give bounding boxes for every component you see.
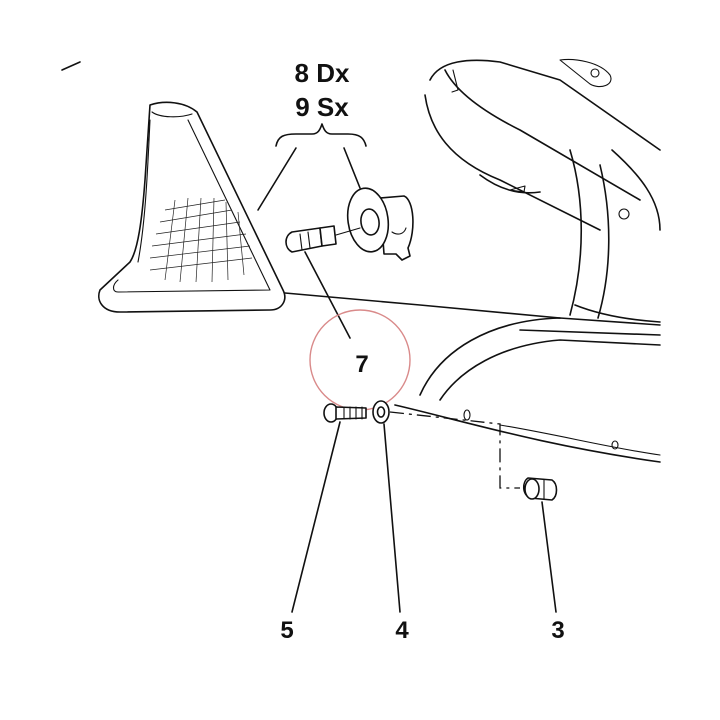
label-8-dx: 8 Dx [295,58,350,88]
stray-mark [61,61,81,71]
leader-to-socket [343,147,361,189]
callout-7: 7 [355,351,368,378]
assembly-axis [389,411,520,489]
vehicle-body [284,58,661,463]
callout-4: 4 [395,617,409,644]
bulb [285,225,361,253]
lens-grid-pattern [149,197,253,283]
label-9-sx: 9 Sx [295,92,349,122]
leader-4 [383,423,401,613]
leader-3 [541,501,557,613]
callout-3: 3 [551,617,564,644]
callout-5: 5 [280,617,293,644]
bulb-socket [346,187,414,261]
washer [372,400,390,424]
clip-nut [522,477,558,501]
dx-sx-brace [275,123,367,147]
leader-7 [304,251,351,339]
screw [323,403,367,423]
leader-5 [291,421,341,613]
indicator-lens [98,101,286,313]
leader-to-lens [257,147,297,211]
